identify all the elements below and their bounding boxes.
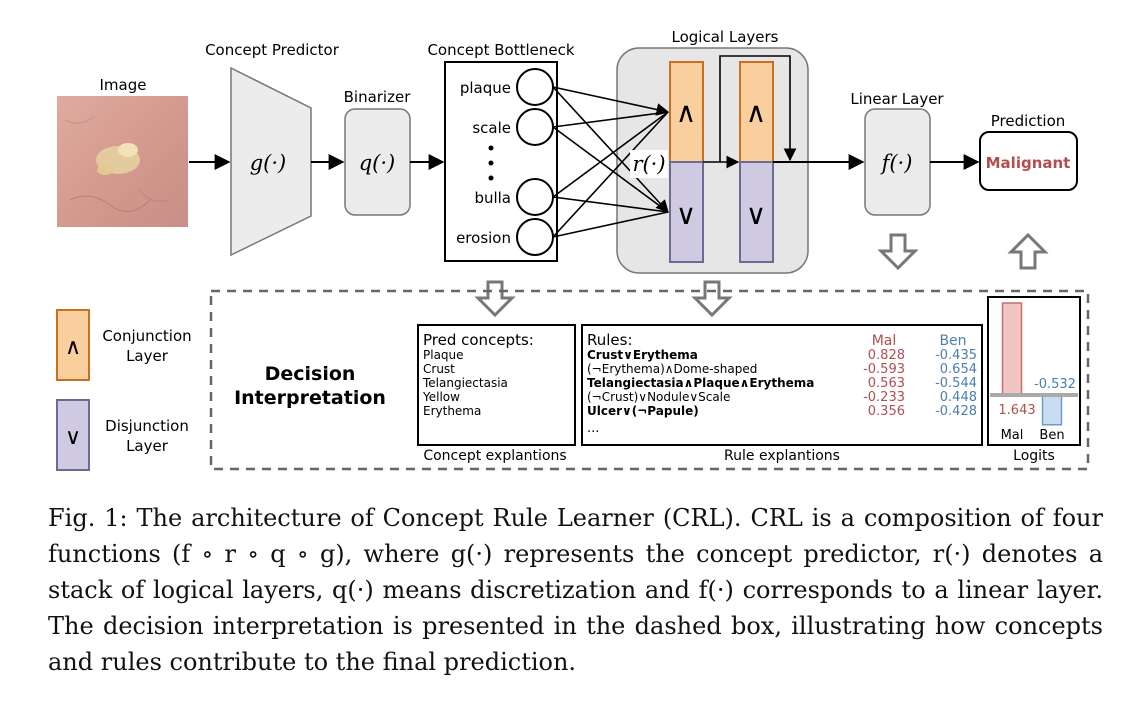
concept-node-plaque [516,68,554,106]
rule-text: (¬Erythema)∧Dome-shaped [587,362,757,376]
figure-caption: Fig. 1: The architecture of Concept Rule… [48,504,1103,676]
legend-disjunction-line2: Layer [126,437,169,455]
rule-mal-weight: 0.828 [868,348,905,363]
rule-mal-weight: -0.593 [863,362,905,377]
logit-value-label-mal: 1.643 [998,403,1035,418]
concept-predictor-title: Concept Predictor [205,41,340,59]
binarizer-title: Binarizer [344,88,412,106]
concept-label-plaque: plaque [460,79,511,97]
vertical-ellipsis-dots [488,145,494,181]
concept-predictor-fn: g(·) [250,151,287,175]
prediction-box [979,131,1078,191]
concept-item: Erythema [423,404,481,418]
disjunction-layer-2 [739,161,774,263]
concept-item: Plaque [423,348,464,362]
rules-table: Crust∨Erythema 0.828 -0.435 (¬Erythema)∧… [587,348,977,419]
concept-label-scale: scale [472,119,511,137]
rule-mal-weight: -0.233 [863,390,905,405]
rule-ben-weight: 0.448 [940,390,977,405]
legend-conjunction-line2: Layer [126,347,169,365]
rule-text: Ulcer∨(¬Papule) [587,404,699,418]
logit-category-label-mal: Mal [1001,428,1024,443]
concept-predictor-trapezoid [230,66,312,257]
mal-header: Mal [872,333,897,349]
down-arrow-bottleneck [474,280,516,318]
rule-ben-weight: 0.654 [940,362,977,377]
concept-explanations-box [417,324,576,446]
rule-ben-weight: -0.544 [935,376,977,391]
disjunction-layer-1 [669,161,704,263]
logical-fn-bg [630,150,668,178]
and-symbol-2: ∧ [746,96,767,129]
rule-mal-weight: 0.563 [868,376,905,391]
concept-node-bulla [516,178,554,216]
legend-conjunction-swatch [56,309,90,381]
bottleneck-title: Concept Bottleneck [427,41,574,59]
concept-item: Yellow [422,390,460,404]
concept-node-erosion [516,218,554,256]
rule-text: Crust∨Erythema [587,348,698,362]
rules-ellipsis: ... [587,421,599,436]
logit-bar-ben [1041,394,1063,426]
concepts-header: Pred concepts: [423,331,534,349]
concept-item: Telangiectasia [422,376,508,390]
legend-and-symbol: ∧ [65,335,81,360]
linear-fn: f(·) [880,151,913,175]
concept-label-erosion: erosion [456,229,511,247]
down-arrow-logical [691,280,733,318]
logit-category-label-ben: Ben [1039,428,1064,443]
prediction-title: Prediction [991,112,1066,130]
image-title: Image [100,76,147,94]
legend-conjunction-line1: Conjunction [102,327,191,345]
or-symbol-1: ∨ [676,198,697,231]
logical-title: Logical Layers [672,28,779,46]
concepts-caption: Concept explantions [423,448,566,464]
concept-item: Crust [423,362,455,376]
up-arrow-prediction [1007,232,1049,270]
rule-mal-weight: 0.356 [868,404,905,419]
rule-explanations-box [581,324,983,446]
down-arrow-linear [877,233,919,271]
rule-text: Telangiectasia∧Plaque∧Erythema [587,376,814,390]
interpretation-title-line2: Interpretation [234,387,386,409]
legend-disjunction-swatch [56,399,90,471]
ben-header: Ben [939,333,966,349]
concept-label-bulla: bulla [474,189,511,207]
logical-fn: r(·) [632,152,665,176]
rule-ben-weight: -0.428 [935,404,977,419]
conjunction-layer-2 [739,61,774,163]
legend-disjunction-line1: Disjunction [105,417,189,435]
prediction-value: Malignant [986,154,1071,172]
logits-caption: Logits [1013,448,1055,464]
concept-to-rule-connections [552,86,670,238]
logit-bar-mal [1001,302,1023,396]
and-symbol-1: ∧ [676,96,697,129]
skin-lesion-image [57,96,188,227]
interpretation-title-line1: Decision [265,363,356,385]
predicted-concepts-list: Plaque Crust Telangiectasia Yellow Eryth… [422,348,508,418]
linear-title: Linear Layer [850,90,944,108]
layer-connections [703,55,797,169]
rules-header: Rules: [587,331,633,349]
legend-or-symbol: ∨ [65,425,81,450]
rules-caption: Rule explantions [724,448,840,464]
concept-node-scale [516,108,554,146]
logit-value-label-ben: -0.532 [1034,377,1076,392]
or-symbol-2: ∨ [746,198,767,231]
decision-interpretation-box [209,289,1090,471]
binarizer-fn: q(·) [359,151,396,175]
rule-ben-weight: -0.435 [935,348,977,363]
rule-text: (¬Crust)∨Nodule∨Scale [587,390,730,404]
